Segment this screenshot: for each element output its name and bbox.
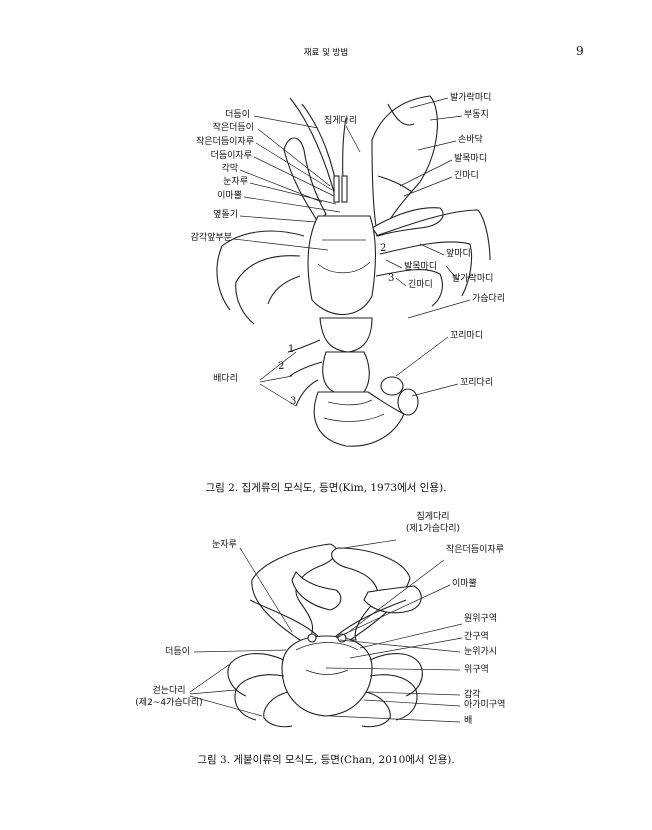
- page-number: 9: [576, 44, 584, 58]
- fig2-number-leg-3: 3: [388, 273, 395, 284]
- fig2-label-antennule-peduncle: 작은더듬이자루: [196, 137, 254, 147]
- figure2-caption: 그림 2. 집게류의 모식도, 등면(Kim, 1973에서 인용).: [205, 482, 447, 494]
- fig2-label-cornea: 각막: [221, 164, 238, 174]
- fig3-label-branchial-region: 아가미구역: [464, 700, 506, 710]
- fig2-label-pleopod: 배다리: [213, 374, 238, 384]
- fig2-label-antenna: 더듬이: [225, 110, 250, 120]
- fig2-label-fixed-finger: 부동지: [464, 110, 489, 120]
- fig2-label-uropod: 꼬리다리: [460, 378, 494, 388]
- fig2-label-propodus: 앞마디: [446, 249, 471, 259]
- running-header: 재료 및 방법: [303, 48, 349, 58]
- fig2-number-pleopod-1: 1: [288, 344, 295, 355]
- fig3-label-carapace: 갑각: [464, 690, 481, 700]
- fig3-label-eyestalk: 눈자루: [212, 540, 237, 550]
- fig2-label-palm: 손바닥: [458, 135, 483, 145]
- fig3-label-antennule-peduncle: 작은더듬이자루: [446, 545, 504, 555]
- fig2-label-rostrum: 이마뿔: [217, 191, 242, 201]
- fig2-number-pleopod-2: 2: [278, 361, 285, 372]
- fig3-label-supraorbital-spine: 눈위가시: [464, 647, 498, 657]
- fig3-label-walking-legs: 걷는다리: [152, 686, 186, 696]
- fig3-label-rostrum: 이마뿔: [452, 579, 477, 589]
- fig2-label-eyestalk: 눈자루: [223, 177, 248, 187]
- fig2-label-antennule: 작은더듬이: [212, 123, 254, 133]
- fig2-label-merus-2: 긴마디: [408, 280, 433, 290]
- fig3-label-abdomen: 배: [464, 716, 473, 726]
- fig3-label-distal-region: 원위구역: [464, 614, 498, 624]
- fig2-label-carpus: 발목마디: [454, 154, 488, 164]
- fig2-label-merus: 긴마디: [454, 171, 479, 181]
- fig3-label-hepatic-region: 간구역: [464, 632, 489, 642]
- fig2-label-carpus-2: 발목마디: [404, 262, 438, 272]
- fig2-label-shield: 감각앞부분: [190, 233, 232, 243]
- fig2-label-telson: 꼬리마디: [450, 331, 484, 341]
- fig2-label-antenna-peduncle: 더듬이자루: [210, 151, 252, 161]
- fig3-label-walking-legs-sub: (제2~4가슴다리): [135, 698, 203, 708]
- fig2-label-cheliped: 집게다리: [324, 116, 358, 126]
- fig2-label-dactylus-2: 발가락마디: [452, 274, 494, 284]
- fig2-number-leg-2: 2: [380, 243, 387, 254]
- fig2-number-pleopod-3: 3: [290, 396, 297, 407]
- figure3-caption: 그림 3. 게붙이류의 모식도, 등면(Chan, 2010에서 인용).: [197, 754, 455, 766]
- fig2-label-pereiopod: 가슴다리: [472, 294, 506, 304]
- fig3-label-cheliped: 집게다리: [416, 512, 450, 522]
- fig3-label-cheliped-sub: (제1가슴다리): [405, 524, 461, 534]
- fig2-label-dactylus: 발가락마디: [450, 93, 492, 103]
- fig3-label-antenna: 더듬이: [165, 647, 190, 657]
- fig2-label-lateral-projection: 옆돌기: [213, 210, 238, 220]
- fig3-label-gastric-region: 위구역: [464, 665, 489, 675]
- hermit-crab-diagram: [216, 95, 491, 447]
